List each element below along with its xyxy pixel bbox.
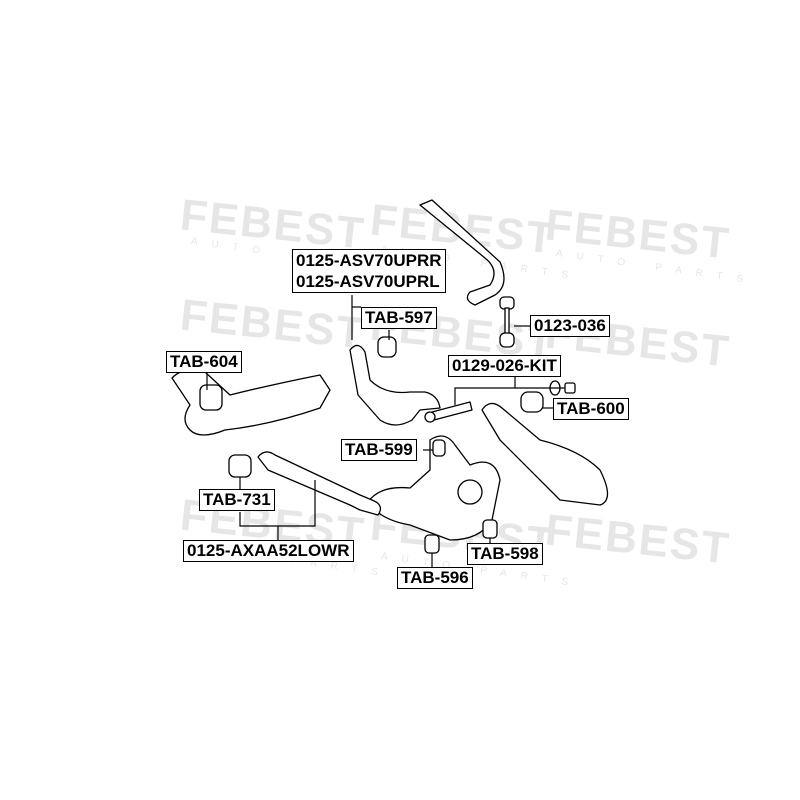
trailing-arm: [171, 368, 331, 436]
label-tab-731: TAB-731: [199, 489, 275, 511]
label-tab-598: TAB-598: [467, 543, 543, 565]
kit-nut: [564, 382, 576, 394]
label-camber-kit: 0129-026-KIT: [448, 355, 561, 377]
part-number-upper-arm-rl: 0125-ASV70UPRL: [296, 272, 440, 291]
upper-arm: [349, 344, 441, 426]
label-tab-599: TAB-599: [341, 439, 417, 461]
label-stabilizer-link: 0123-036: [530, 315, 610, 337]
bushing-tab-600: [520, 391, 544, 413]
label-lower-arm: 0125-AXAA52LOWR: [183, 540, 354, 562]
bushing-tab-604: [199, 384, 223, 411]
leader-lines: [206, 295, 565, 567]
stabilizer-bar: [419, 199, 505, 306]
label-tab-604: TAB-604: [166, 351, 242, 373]
bushing-tab-597: [377, 336, 397, 358]
bushing-tab-599: [432, 439, 446, 457]
label-tab-596: TAB-596: [397, 567, 473, 589]
label-upper-arm: 0125-ASV70UPRR 0125-ASV70UPRL: [292, 249, 446, 293]
bushing-tab-598: [482, 519, 498, 539]
label-tab-600: TAB-600: [553, 398, 629, 420]
stabilizer-link: [499, 296, 515, 348]
lower-control-arm: [481, 402, 609, 506]
label-tab-597: TAB-597: [361, 307, 437, 329]
knuckle: [367, 435, 501, 541]
bushing-tab-596: [424, 534, 440, 554]
lower-arm-rod: [257, 451, 382, 516]
bushing-tab-731: [228, 454, 252, 478]
part-number-upper-arm-rr: 0125-ASV70UPRR: [296, 251, 442, 270]
